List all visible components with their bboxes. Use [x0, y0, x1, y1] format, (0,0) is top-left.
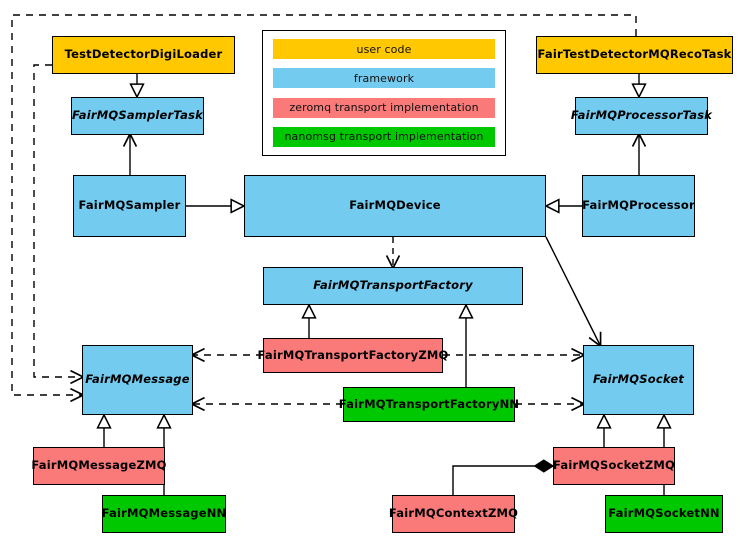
class-box-fair-mq-socket[interactable]: FairMQSocket: [583, 345, 694, 415]
class-label: FairMQSocket: [592, 372, 685, 387]
class-box-fair-mq-message[interactable]: FairMQMessage: [82, 345, 193, 415]
legend-item-framework: framework: [273, 68, 495, 89]
class-box-fair-mq-processor-task[interactable]: FairMQProcessorTask: [571, 97, 712, 135]
legend-label: user code: [356, 42, 412, 56]
class-label: FairMQProcessorTask: [570, 108, 713, 123]
class-label: FairMQSocketNN: [608, 506, 720, 521]
class-box-fair-mq-message-zmq[interactable]: FairMQMessageZMQ: [31, 447, 167, 485]
class-box-fair-mq-sampler-task[interactable]: FairMQSamplerTask: [71, 97, 204, 135]
color-legend: user code framework zeromq transport imp…: [262, 30, 506, 156]
class-box-fair-mq-socket-nn[interactable]: FairMQSocketNN: [605, 495, 723, 533]
class-label: FairTestDetectorMQRecoTask: [537, 47, 732, 62]
class-box-fair-test-detector-mq-reco-task[interactable]: FairTestDetectorMQRecoTask: [536, 36, 733, 74]
class-box-fair-mq-device[interactable]: FairMQDevice: [244, 175, 546, 237]
class-label: FairMQContextZMQ: [388, 506, 519, 521]
class-box-fair-mq-socket-zmq[interactable]: FairMQSocketZMQ: [553, 447, 675, 485]
class-label: FairMQSamplerTask: [72, 108, 203, 123]
class-label: FairMQMessage: [85, 372, 190, 387]
class-label: FairMQTransportFactory: [313, 278, 473, 293]
legend-item-nanomsg: nanomsg transport implementation: [273, 126, 495, 147]
class-label: FairMQMessageZMQ: [31, 458, 167, 473]
class-label: FairMQSocketZMQ: [553, 458, 675, 473]
class-label: FairMQDevice: [349, 198, 441, 213]
class-label: FairMQProcessor: [582, 198, 695, 213]
edge-contextzmq-socketzmq: [452, 459, 555, 495]
class-label: FairMQTransportFactoryZMQ: [257, 347, 449, 362]
legend-item-zeromq: zeromq transport implementation: [273, 97, 495, 118]
legend-label: nanomsg transport implementation: [284, 130, 484, 144]
legend-label: framework: [353, 71, 415, 85]
legend-item-user-code: user code: [273, 39, 495, 59]
class-box-fair-mq-transport-factory[interactable]: FairMQTransportFactory: [263, 267, 523, 305]
class-box-fair-mq-processor[interactable]: FairMQProcessor: [582, 175, 695, 237]
class-box-fair-mq-transport-factory-zmq[interactable]: FairMQTransportFactoryZMQ: [258, 338, 448, 373]
class-box-test-detector-digi-loader[interactable]: TestDetectorDigiLoader: [52, 36, 235, 74]
class-label: FairMQMessageNN: [101, 506, 227, 521]
edge-device-socket: [545, 236, 600, 345]
legend-label: zeromq transport implementation: [289, 101, 479, 115]
class-box-fair-mq-transport-factory-nn[interactable]: FairMQTransportFactoryNN: [339, 387, 519, 422]
class-label: TestDetectorDigiLoader: [64, 47, 223, 62]
class-box-fair-mq-message-nn[interactable]: FairMQMessageNN: [102, 495, 226, 533]
class-box-fair-mq-context-zmq[interactable]: FairMQContextZMQ: [388, 495, 519, 533]
class-label: FairMQTransportFactoryNN: [338, 396, 520, 411]
class-label: FairMQSampler: [78, 198, 181, 213]
class-box-fair-mq-sampler[interactable]: FairMQSampler: [73, 175, 186, 237]
